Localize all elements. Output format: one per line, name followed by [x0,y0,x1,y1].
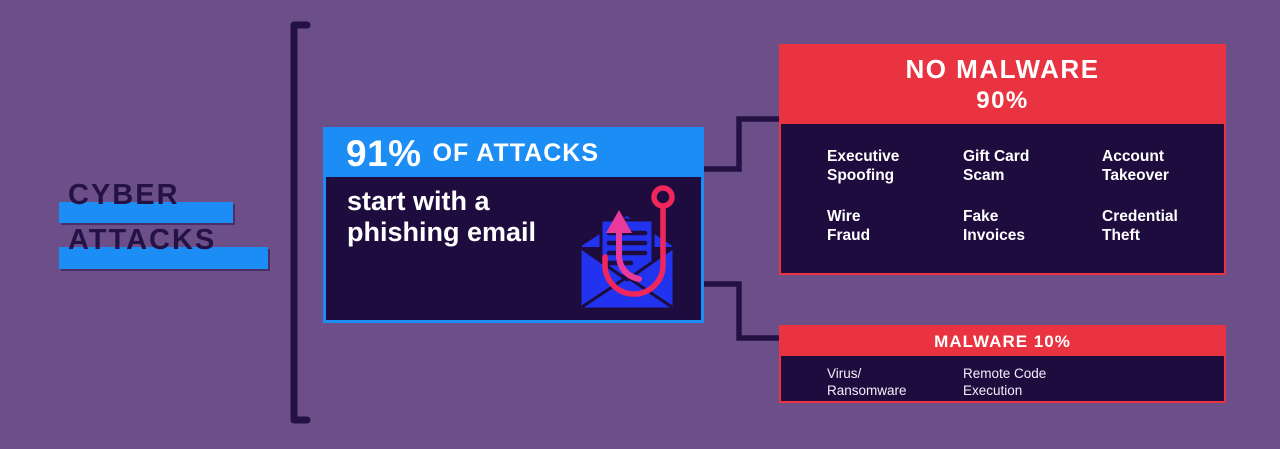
malware-header: MALWARE 10% [781,327,1224,356]
no-malware-header-line1: NO MALWARE [905,54,1100,84]
left-bracket [290,21,311,424]
stat-card-body-text: start with a phishing email [347,186,537,247]
title-line-1: CYBER [68,179,180,211]
no-malware-card: NO MALWARE 90% Executive Spoofing Gift C… [779,44,1226,275]
stat-value: 91% [346,132,422,174]
list-item: Virus/ Ransomware [827,366,907,398]
list-item: Wire Fraud [827,208,871,244]
phishing-stat-card: 91% OF ATTACKS start with a phishing ema… [323,127,704,323]
list-item: Account Takeover [1102,148,1169,184]
no-malware-items: Executive Spoofing Gift Card Scam Accoun… [781,124,1224,245]
stat-suffix: OF ATTACKS [432,139,600,167]
list-item: Executive Spoofing [827,148,900,184]
title-highlight-bar-2 [59,247,268,269]
list-item: Fake Invoices [963,208,1026,244]
malware-card: MALWARE 10% Virus/ Ransomware Remote Cod… [779,325,1226,403]
title-line-2: ATTACKS [68,224,217,256]
no-malware-header: NO MALWARE 90% [781,46,1224,124]
stat-card-header: 91% OF ATTACKS [326,130,701,177]
no-malware-header-line2: 90% [976,87,1029,114]
connector-bottom [704,281,779,341]
connector-top [704,116,779,172]
phishing-email-icon [575,183,690,315]
list-item: Remote Code Execution [963,366,1047,398]
list-item: Gift Card Scam [963,148,1030,184]
title-highlight-bar-1 [59,202,233,223]
list-item: Credential Theft [1102,208,1178,244]
malware-items: Virus/ Ransomware Remote Code Execution [781,356,1224,399]
